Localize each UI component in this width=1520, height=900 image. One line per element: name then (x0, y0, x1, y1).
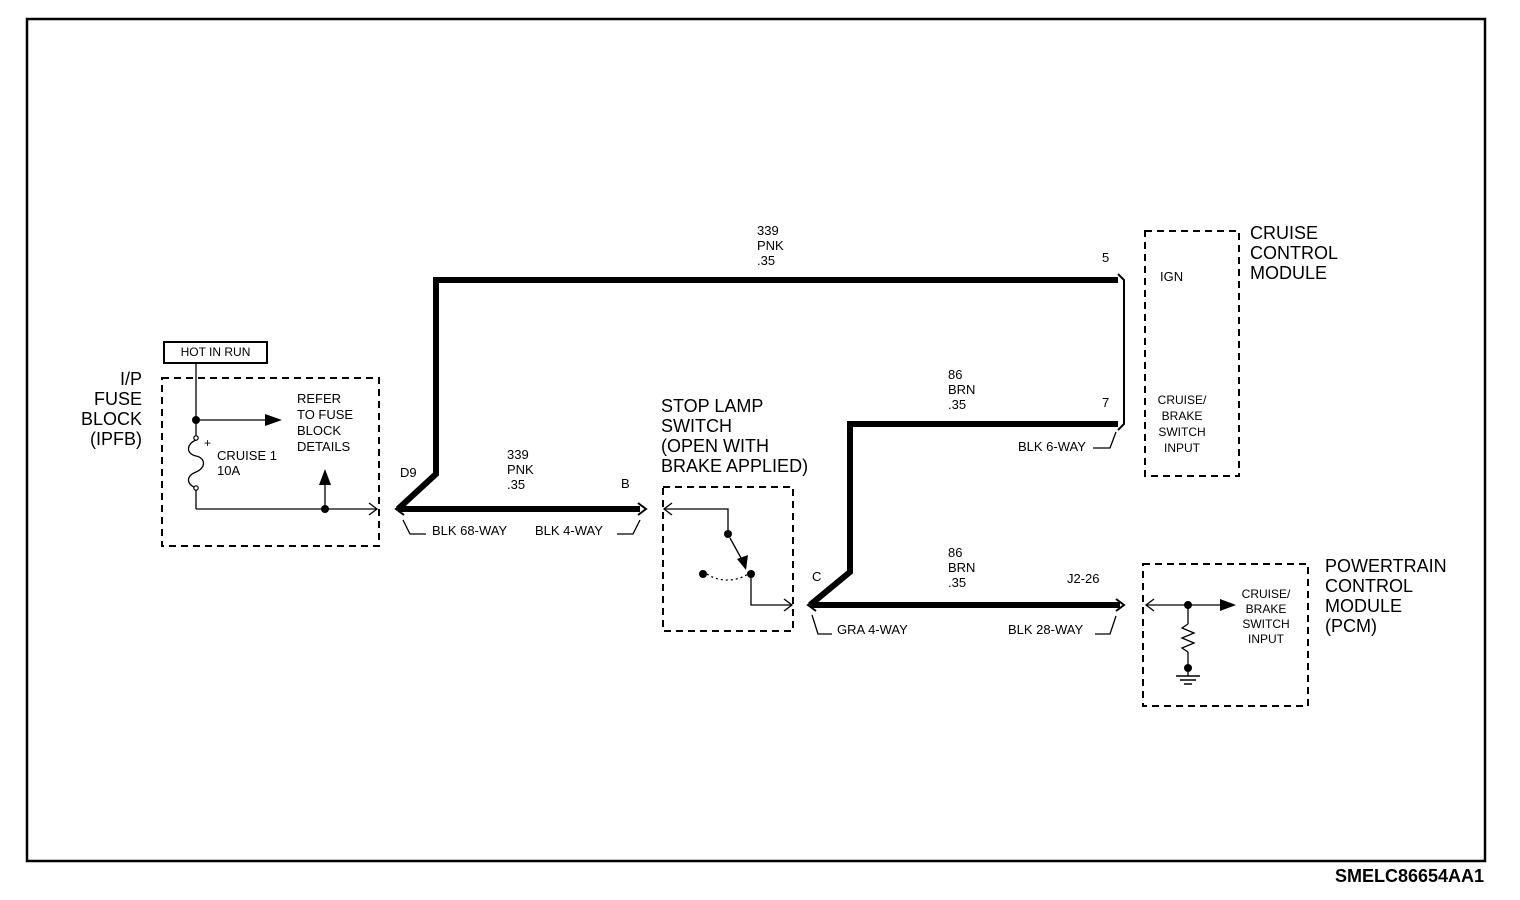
connector-blk-6-way: BLK 6-WAY (1018, 439, 1086, 454)
wire-label-top: 339 PNK .35 (757, 223, 784, 268)
fuse-plus-sign: + (204, 436, 212, 450)
connector-gra-4-way: GRA 4-WAY (837, 622, 908, 637)
diagram-frame (25, 17, 1487, 863)
switch-contact-icon (699, 570, 707, 578)
resistor-icon (1180, 623, 1196, 653)
fuse-icon (187, 439, 205, 489)
ground-icon (1176, 675, 1200, 685)
stop-lamp-switch-name: STOP LAMP SWITCH (OPEN WITH BRAKE APPLIE… (661, 396, 809, 476)
input-arrow-icon (1220, 599, 1236, 611)
stop-lamp-switch-box (662, 486, 794, 632)
pcm-name: POWERTRAIN CONTROL MODULE (PCM) (1325, 556, 1447, 636)
pin-5: 5 (1102, 250, 1110, 265)
ign-label: IGN (1160, 269, 1184, 284)
wire-label-mid: 86 BRN .35 (948, 367, 976, 412)
connector-blk-4-way: BLK 4-WAY (535, 523, 603, 538)
pin-j2-26: J2-26 (1067, 571, 1100, 586)
refer-fuse-details-text: REFER TO FUSE BLOCK DETAILS (297, 391, 354, 454)
hot-in-run-label: HOT IN RUN (163, 341, 268, 364)
connector-blk-28-way: BLK 28-WAY (1008, 622, 1084, 637)
pin-d9: D9 (400, 465, 417, 480)
document-id: SMELC86654AA1 (1334, 866, 1484, 886)
fuse-block-name: I/P FUSE BLOCK (IPFB) (80, 369, 142, 449)
pin-7: 7 (1102, 395, 1110, 410)
cruise-control-module-name: CRUISE CONTROL MODULE (1250, 223, 1339, 283)
fuse-block-box (161, 377, 380, 547)
wire-label-bottom: 86 BRN .35 (948, 545, 976, 590)
pcm-box (1142, 563, 1309, 707)
connector-blk-68-way: BLK 68-WAY (432, 523, 508, 538)
wire-label-left: 339 PNK .35 (507, 447, 534, 492)
switch-arrow-icon (737, 555, 748, 570)
refer-arrow-icon (265, 414, 282, 426)
wire-339-pnk-top (395, 277, 1118, 512)
cruise-control-module-box (1144, 230, 1240, 477)
pcm-input-label: CRUISE/ BRAKE SWITCH INPUT (1241, 587, 1291, 646)
fuse-cruise-1-label: CRUISE 1 10A (217, 448, 277, 478)
up-arrow-icon (319, 469, 331, 485)
pin-b: B (621, 476, 630, 491)
cruise-brake-input-label: CRUISE/ BRAKE SWITCH INPUT (1157, 393, 1207, 455)
wire-86-brn-mid (808, 421, 1118, 608)
pin-c: C (812, 569, 822, 584)
